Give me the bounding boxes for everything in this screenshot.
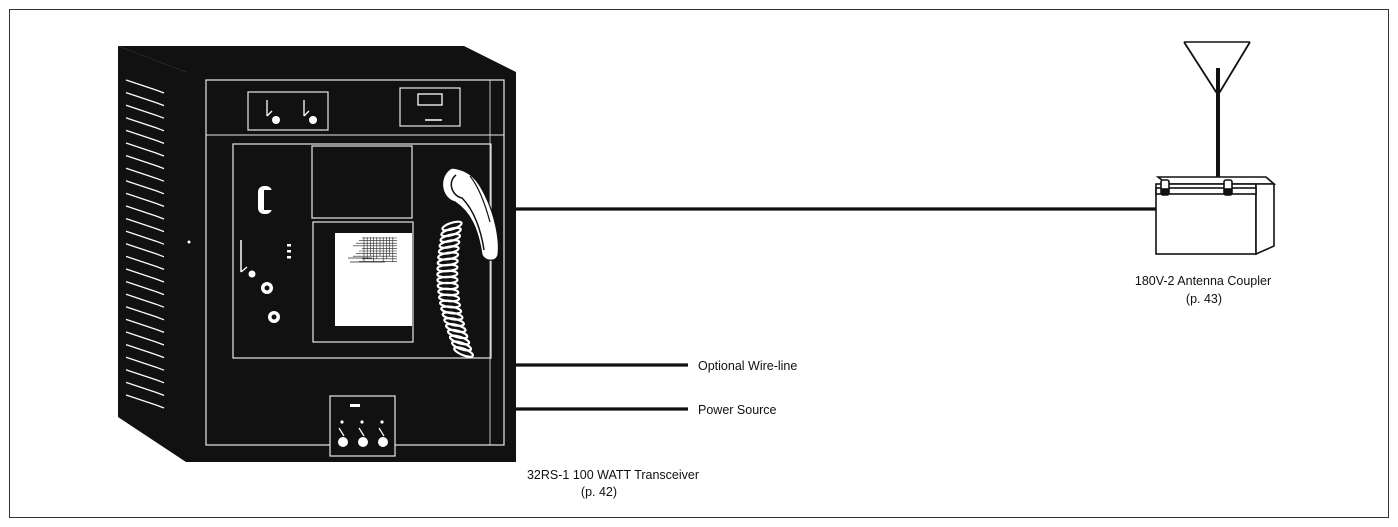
- coupler-box: [1155, 176, 1277, 256]
- coupler-page-label: (p. 43): [1186, 292, 1222, 306]
- wire-line-label: Optional Wire-line: [698, 359, 797, 373]
- diagram-border: [9, 9, 1389, 518]
- upper-display: [311, 145, 413, 219]
- bottom-control-box: [329, 395, 396, 457]
- connection-lines: [516, 207, 1158, 411]
- lower-display: [312, 221, 414, 343]
- meter-box: [399, 87, 461, 127]
- coupler-name-label: 180V-2 Antenna Coupler: [1135, 274, 1271, 288]
- transceiver-side-panel: [118, 46, 186, 462]
- screen-grid: [353, 237, 397, 262]
- transceiver-unit: [118, 46, 516, 462]
- transceiver-name-label: 32RS-1 100 WATT Transceiver: [527, 468, 699, 482]
- switch-box: [247, 91, 329, 131]
- side-vents: [125, 79, 165, 409]
- antenna-coupler: [1155, 41, 1277, 256]
- coiled-cord: [436, 220, 475, 358]
- antenna-icon: [1183, 41, 1251, 180]
- handset: [436, 167, 500, 358]
- power-source-label: Power Source: [698, 403, 777, 417]
- transceiver-top: [118, 46, 516, 72]
- transceiver-page-label: (p. 42): [581, 485, 617, 499]
- front-dot: [187, 240, 191, 244]
- left-controls: [240, 186, 291, 323]
